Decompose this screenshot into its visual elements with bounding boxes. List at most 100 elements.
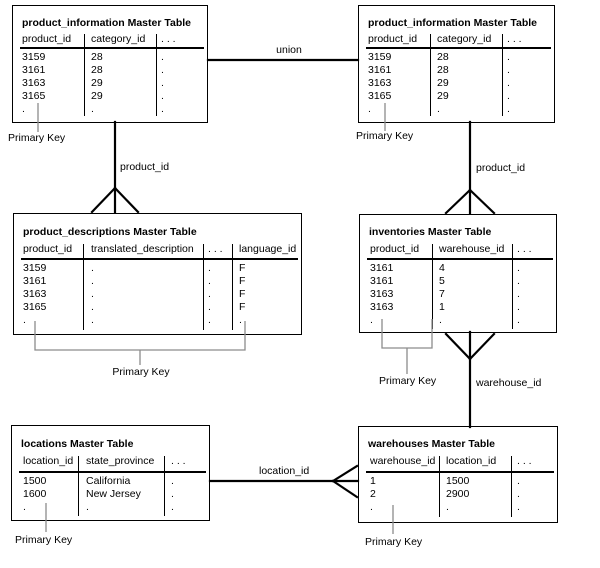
header-rule — [366, 47, 551, 49]
table-cell: F — [239, 275, 246, 287]
column-header: warehouse_id — [439, 243, 505, 255]
column-header: location_id — [446, 455, 497, 467]
table-title: inventories Master Table — [369, 226, 492, 238]
table-cell: 2 — [370, 488, 376, 500]
table-cell: . — [91, 103, 94, 115]
primary-key-label: Primary Key — [15, 534, 73, 546]
table-cell: 4 — [439, 262, 445, 274]
table-cell: 1 — [439, 301, 445, 313]
column-header: category_id — [437, 33, 492, 45]
location-id-label: location_id — [259, 465, 310, 477]
table-cell: California — [86, 475, 131, 487]
table-cell: . — [439, 314, 442, 326]
table-cell: . — [507, 51, 510, 63]
column-separator — [512, 244, 513, 329]
table-cell: . — [437, 103, 440, 115]
column-header: product_id — [23, 243, 73, 255]
table-cell: 5 — [439, 275, 445, 287]
table-cell: . — [370, 501, 373, 513]
column-header: product_id — [368, 33, 418, 45]
table-cell: . — [507, 64, 510, 76]
table-cell: F — [239, 262, 246, 274]
table-cell: 3163 — [370, 288, 394, 300]
table-cell: . — [86, 501, 89, 513]
column-header: warehouse_id — [370, 455, 436, 467]
table-cell: . — [208, 288, 211, 300]
table-title: locations Master Table — [21, 438, 134, 450]
column-separator — [232, 244, 233, 330]
column-header: . . . — [171, 455, 186, 467]
table-cell: 3163 — [22, 77, 46, 89]
table-cell: . — [23, 314, 26, 326]
table-cell: . — [208, 262, 211, 274]
table-cell: 3165 — [22, 90, 46, 102]
crow-foot-icon — [90, 186, 140, 214]
table-cell: . — [91, 275, 94, 287]
column-separator — [203, 244, 204, 330]
table-cell: 3161 — [22, 64, 46, 76]
column-separator — [511, 456, 512, 517]
table-cell: . — [517, 262, 520, 274]
header-rule — [367, 258, 553, 260]
table-cell: . — [507, 103, 510, 115]
table-cell: 1500 — [23, 475, 47, 487]
column-header: . . . — [208, 243, 223, 255]
column-header: . . . — [507, 33, 522, 45]
table-title: product_information Master Table — [22, 17, 191, 29]
table-cell: 28 — [437, 51, 449, 63]
table-cell: 7 — [439, 288, 445, 300]
table-warehouses: warehouses Master Table warehouse_id loc… — [358, 426, 558, 523]
column-separator — [439, 456, 440, 517]
column-separator — [84, 34, 85, 116]
column-header: language_id — [239, 243, 297, 255]
table-cell: 3165 — [368, 90, 392, 102]
table-cell: . — [208, 275, 211, 287]
table-cell: 3159 — [368, 51, 392, 63]
table-cell: . — [208, 301, 211, 313]
table-cell: . — [91, 314, 94, 326]
warehouse-id-label: warehouse_id — [476, 377, 542, 389]
table-cell: 1600 — [23, 488, 47, 500]
table-cell: 3163 — [370, 301, 394, 313]
table-cell: . — [171, 488, 174, 500]
table-cell: 3161 — [23, 275, 47, 287]
header-rule — [19, 471, 206, 473]
table-cell: F — [239, 301, 246, 313]
table-cell: . — [208, 314, 211, 326]
table-cell: . — [22, 103, 25, 115]
table-cell: 3163 — [368, 77, 392, 89]
table-cell: . — [171, 501, 174, 513]
table-cell: 2900 — [446, 488, 470, 500]
table-product-information-left: product_information Master Table product… — [12, 5, 208, 123]
table-cell: . — [507, 77, 510, 89]
table-cell: 29 — [91, 90, 103, 102]
column-header: . . . — [161, 33, 176, 45]
table-cell: . — [161, 103, 164, 115]
table-cell: . — [517, 501, 520, 513]
table-cell: . — [239, 314, 242, 326]
table-inventories: inventories Master Table product_id ware… — [359, 214, 557, 333]
column-header: state_province — [86, 455, 155, 467]
table-locations: locations Master Table location_id state… — [11, 425, 210, 521]
table-cell: 28 — [437, 64, 449, 76]
table-cell: 3163 — [23, 288, 47, 300]
column-header: product_id — [22, 33, 72, 45]
crow-foot-icon — [444, 188, 496, 215]
union-label: union — [276, 44, 302, 56]
column-separator — [502, 34, 503, 116]
table-cell: . — [368, 103, 371, 115]
crow-foot-icon — [331, 464, 359, 499]
product-id-label-right: product_id — [476, 162, 526, 174]
table-cell: F — [239, 288, 246, 300]
table-cell: . — [517, 288, 520, 300]
table-cell: 3161 — [368, 64, 392, 76]
table-title: warehouses Master Table — [368, 438, 496, 450]
column-separator — [164, 456, 165, 516]
table-cell: . — [171, 475, 174, 487]
table-cell: . — [370, 314, 373, 326]
crow-foot-icon — [444, 332, 496, 361]
table-cell: 3161 — [370, 275, 394, 287]
table-cell: 28 — [91, 51, 103, 63]
table-cell: . — [517, 314, 520, 326]
table-cell: . — [161, 51, 164, 63]
